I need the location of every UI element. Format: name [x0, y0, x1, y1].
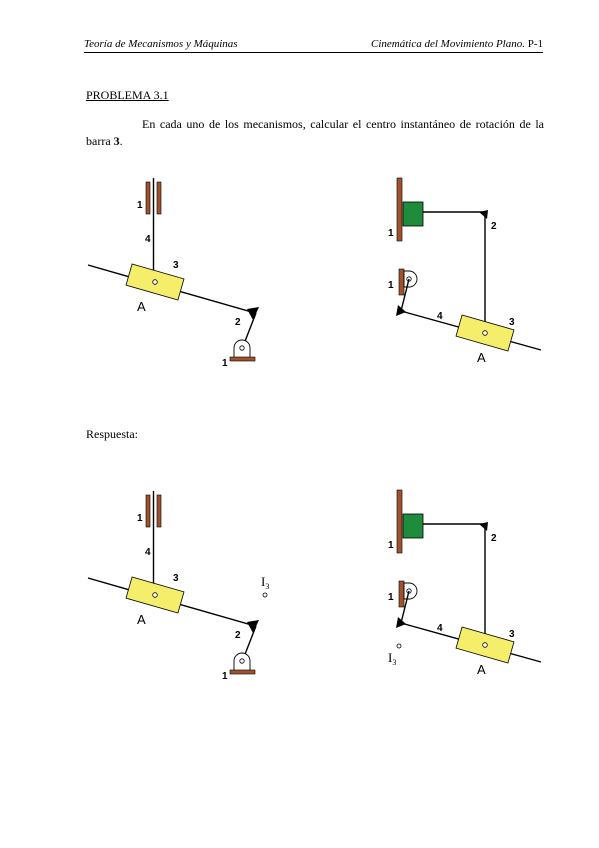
- label-link2: 2: [235, 630, 241, 641]
- problem-statement: En cada uno de los mecanismos, calcular …: [86, 116, 544, 150]
- label-link2: 2: [491, 533, 497, 544]
- label-link4: 4: [145, 234, 151, 245]
- label-point-a: A: [137, 299, 146, 314]
- icr-label: I3: [261, 574, 269, 591]
- mechanism-right-answer: [395, 489, 542, 664]
- label-point-a: A: [477, 350, 486, 365]
- statement-period: .: [119, 134, 123, 148]
- label-link4: 4: [145, 547, 151, 558]
- label-link2: 2: [235, 317, 241, 328]
- header-page-number: P-1: [527, 38, 543, 50]
- label-link3: 3: [173, 573, 179, 584]
- icr-letter: I: [388, 650, 392, 665]
- header-section-name: Cinemática del Movimiento Plano.: [371, 38, 525, 50]
- label-link1: 1: [222, 358, 228, 369]
- label-link1: 1: [388, 228, 394, 239]
- label-link3: 3: [173, 260, 179, 271]
- label-point-a: A: [477, 662, 486, 677]
- icr-subscript: 3: [392, 658, 396, 667]
- answer-label: Respuesta:: [86, 427, 138, 441]
- mechanism-right-problem: [395, 177, 542, 352]
- statement-text: En cada uno de los mecanismos, calcular …: [86, 117, 544, 148]
- icr-label: I3: [388, 650, 396, 667]
- label-link1: 1: [222, 671, 228, 682]
- label-point-a: A: [137, 612, 146, 627]
- label-link2: 2: [491, 221, 497, 232]
- header-section-title: Cinemática del Movimiento Plano. P-1: [371, 38, 543, 50]
- page-header: Teoría de Mecanismos y Máquinas Cinemáti…: [84, 36, 543, 53]
- header-course-title: Teoría de Mecanismos y Máquinas: [84, 38, 238, 50]
- statement-bar-number: 3: [113, 134, 120, 148]
- label-link1: 1: [388, 592, 394, 603]
- label-link1: 1: [388, 280, 394, 291]
- label-link1: 1: [137, 200, 143, 211]
- label-link3: 3: [509, 317, 515, 328]
- icr-letter: I: [261, 574, 265, 589]
- label-link4: 4: [437, 623, 443, 634]
- label-link4: 4: [437, 311, 443, 322]
- icr-point: [262, 592, 268, 598]
- label-link1: 1: [388, 540, 394, 551]
- label-link1: 1: [137, 513, 143, 524]
- icr-subscript: 3: [265, 582, 269, 591]
- icr-point: [396, 643, 402, 649]
- problem-title: PROBLEMA 3.1: [86, 88, 169, 102]
- label-link3: 3: [509, 629, 515, 640]
